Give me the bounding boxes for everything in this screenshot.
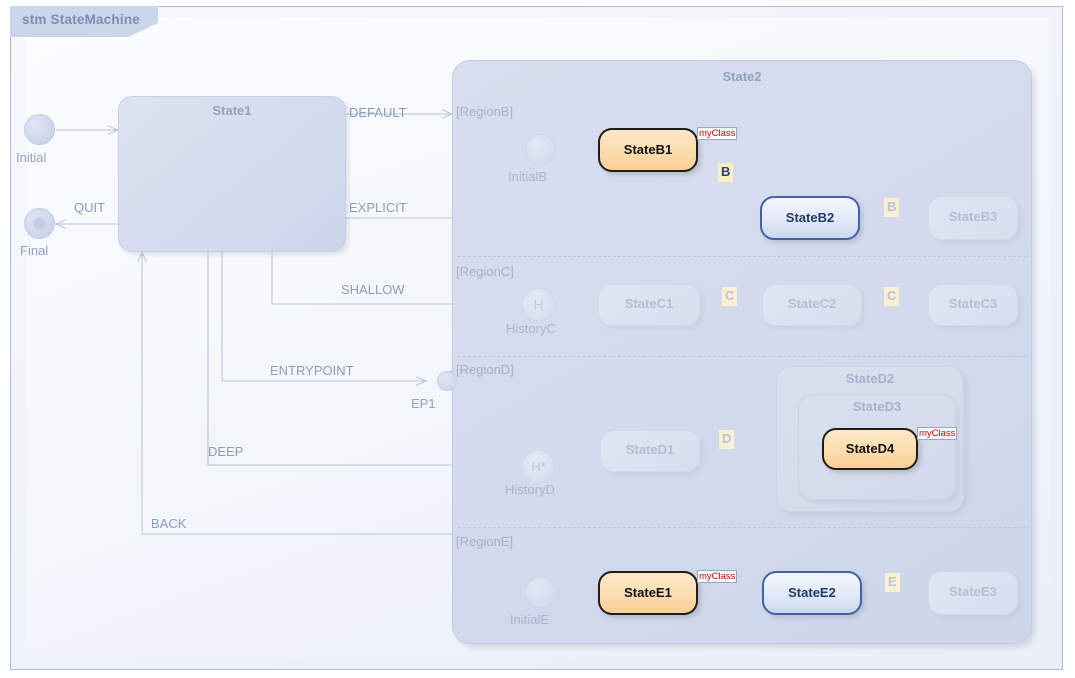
event-badge-c1: C <box>722 287 738 306</box>
state-stateb2[interactable]: StateB2 <box>760 196 860 240</box>
stereotype-tag-statee1: myClass <box>697 570 738 583</box>
initialb-label: InitialB <box>508 169 548 184</box>
state-statee3[interactable]: StateE3 <box>928 571 1018 615</box>
region-divider-c-d <box>458 356 1026 357</box>
state-statee2[interactable]: StateE2 <box>762 571 862 615</box>
transition-label-explicit: EXPLICIT <box>349 200 407 215</box>
region-divider-b-c <box>458 256 1026 257</box>
statee2-label: StateE2 <box>788 585 836 600</box>
event-badge-d1: D <box>719 430 735 449</box>
state-statec2[interactable]: StateC2 <box>762 284 862 326</box>
state-statec1[interactable]: StateC1 <box>598 284 700 326</box>
stated4-label: StateD4 <box>845 441 895 456</box>
region-label-c: [RegionC] <box>456 264 514 279</box>
state-statee1[interactable]: StateE1 <box>598 571 698 615</box>
event-badge-e1: E <box>885 573 900 592</box>
state2-label: State2 <box>722 69 762 84</box>
initial-label: Initial <box>16 150 47 165</box>
transition-label-shallow: SHALLOW <box>341 282 405 297</box>
stated1-label: StateD1 <box>625 442 675 457</box>
state-state1[interactable]: State1 <box>118 96 346 252</box>
history-d-glyph: H* <box>531 459 546 474</box>
stated2-label: StateD2 <box>845 371 895 386</box>
diagram-title-tab: stm StateMachine <box>10 6 158 37</box>
initiale-label: InitialE <box>510 612 550 627</box>
history-c-glyph: H <box>533 297 544 312</box>
transition-label-deep: DEEP <box>208 444 244 459</box>
statee3-label: StateE3 <box>949 584 997 599</box>
statee1-label: StateE1 <box>624 585 672 600</box>
region-label-e: [RegionE] <box>456 534 514 549</box>
transition-label-back: BACK <box>151 516 187 531</box>
event-badge-b1: B <box>718 163 734 182</box>
state-statec3[interactable]: StateC3 <box>928 284 1018 326</box>
region-divider-d-e <box>458 527 1026 528</box>
entry-point-ep1[interactable] <box>437 371 457 391</box>
history-pseudostate-c[interactable]: H <box>522 288 555 321</box>
state-stated4[interactable]: StateD4 <box>822 428 918 470</box>
final-pseudostate[interactable] <box>24 208 55 239</box>
statec3-label: StateC3 <box>948 296 998 311</box>
state-stateb3[interactable]: StateB3 <box>928 196 1018 240</box>
statec2-label: StateC2 <box>787 296 837 311</box>
stateb3-label: StateB3 <box>948 209 998 224</box>
page-title: stm StateMachine <box>22 12 140 27</box>
state-stated1[interactable]: StateD1 <box>600 430 700 472</box>
transition-label-entrypoint: ENTRYPOINT <box>270 363 354 378</box>
stated3-label: StateD3 <box>852 399 902 414</box>
stateb1-label: StateB1 <box>623 142 673 157</box>
historyd-label: HistoryD <box>505 482 555 497</box>
event-badge-c2: C <box>884 287 900 306</box>
state1-label: State1 <box>212 103 252 118</box>
ep1-label: EP1 <box>411 396 436 411</box>
initial-pseudostate-b[interactable] <box>525 134 556 165</box>
history-pseudostate-d[interactable]: H* <box>522 450 555 483</box>
stereotype-tag-stated4: myClass <box>917 427 958 440</box>
initial-pseudostate[interactable] <box>24 114 55 145</box>
event-badge-b2: B <box>884 198 900 217</box>
region-label-b: [RegionB] <box>456 104 514 119</box>
initial-pseudostate-e[interactable] <box>525 577 556 608</box>
transition-label-default: DEFAULT <box>349 105 407 120</box>
final-label: Final <box>20 243 49 258</box>
transition-label-quit: QUIT <box>74 200 106 215</box>
historyc-label: HistoryC <box>506 321 556 336</box>
region-label-d: [RegionD] <box>456 362 514 377</box>
stateb2-label: StateB2 <box>785 210 835 225</box>
state-stateb1[interactable]: StateB1 <box>598 128 698 172</box>
stereotype-tag-stateb1: myClass <box>697 127 738 140</box>
statec1-label: StateC1 <box>624 296 674 311</box>
